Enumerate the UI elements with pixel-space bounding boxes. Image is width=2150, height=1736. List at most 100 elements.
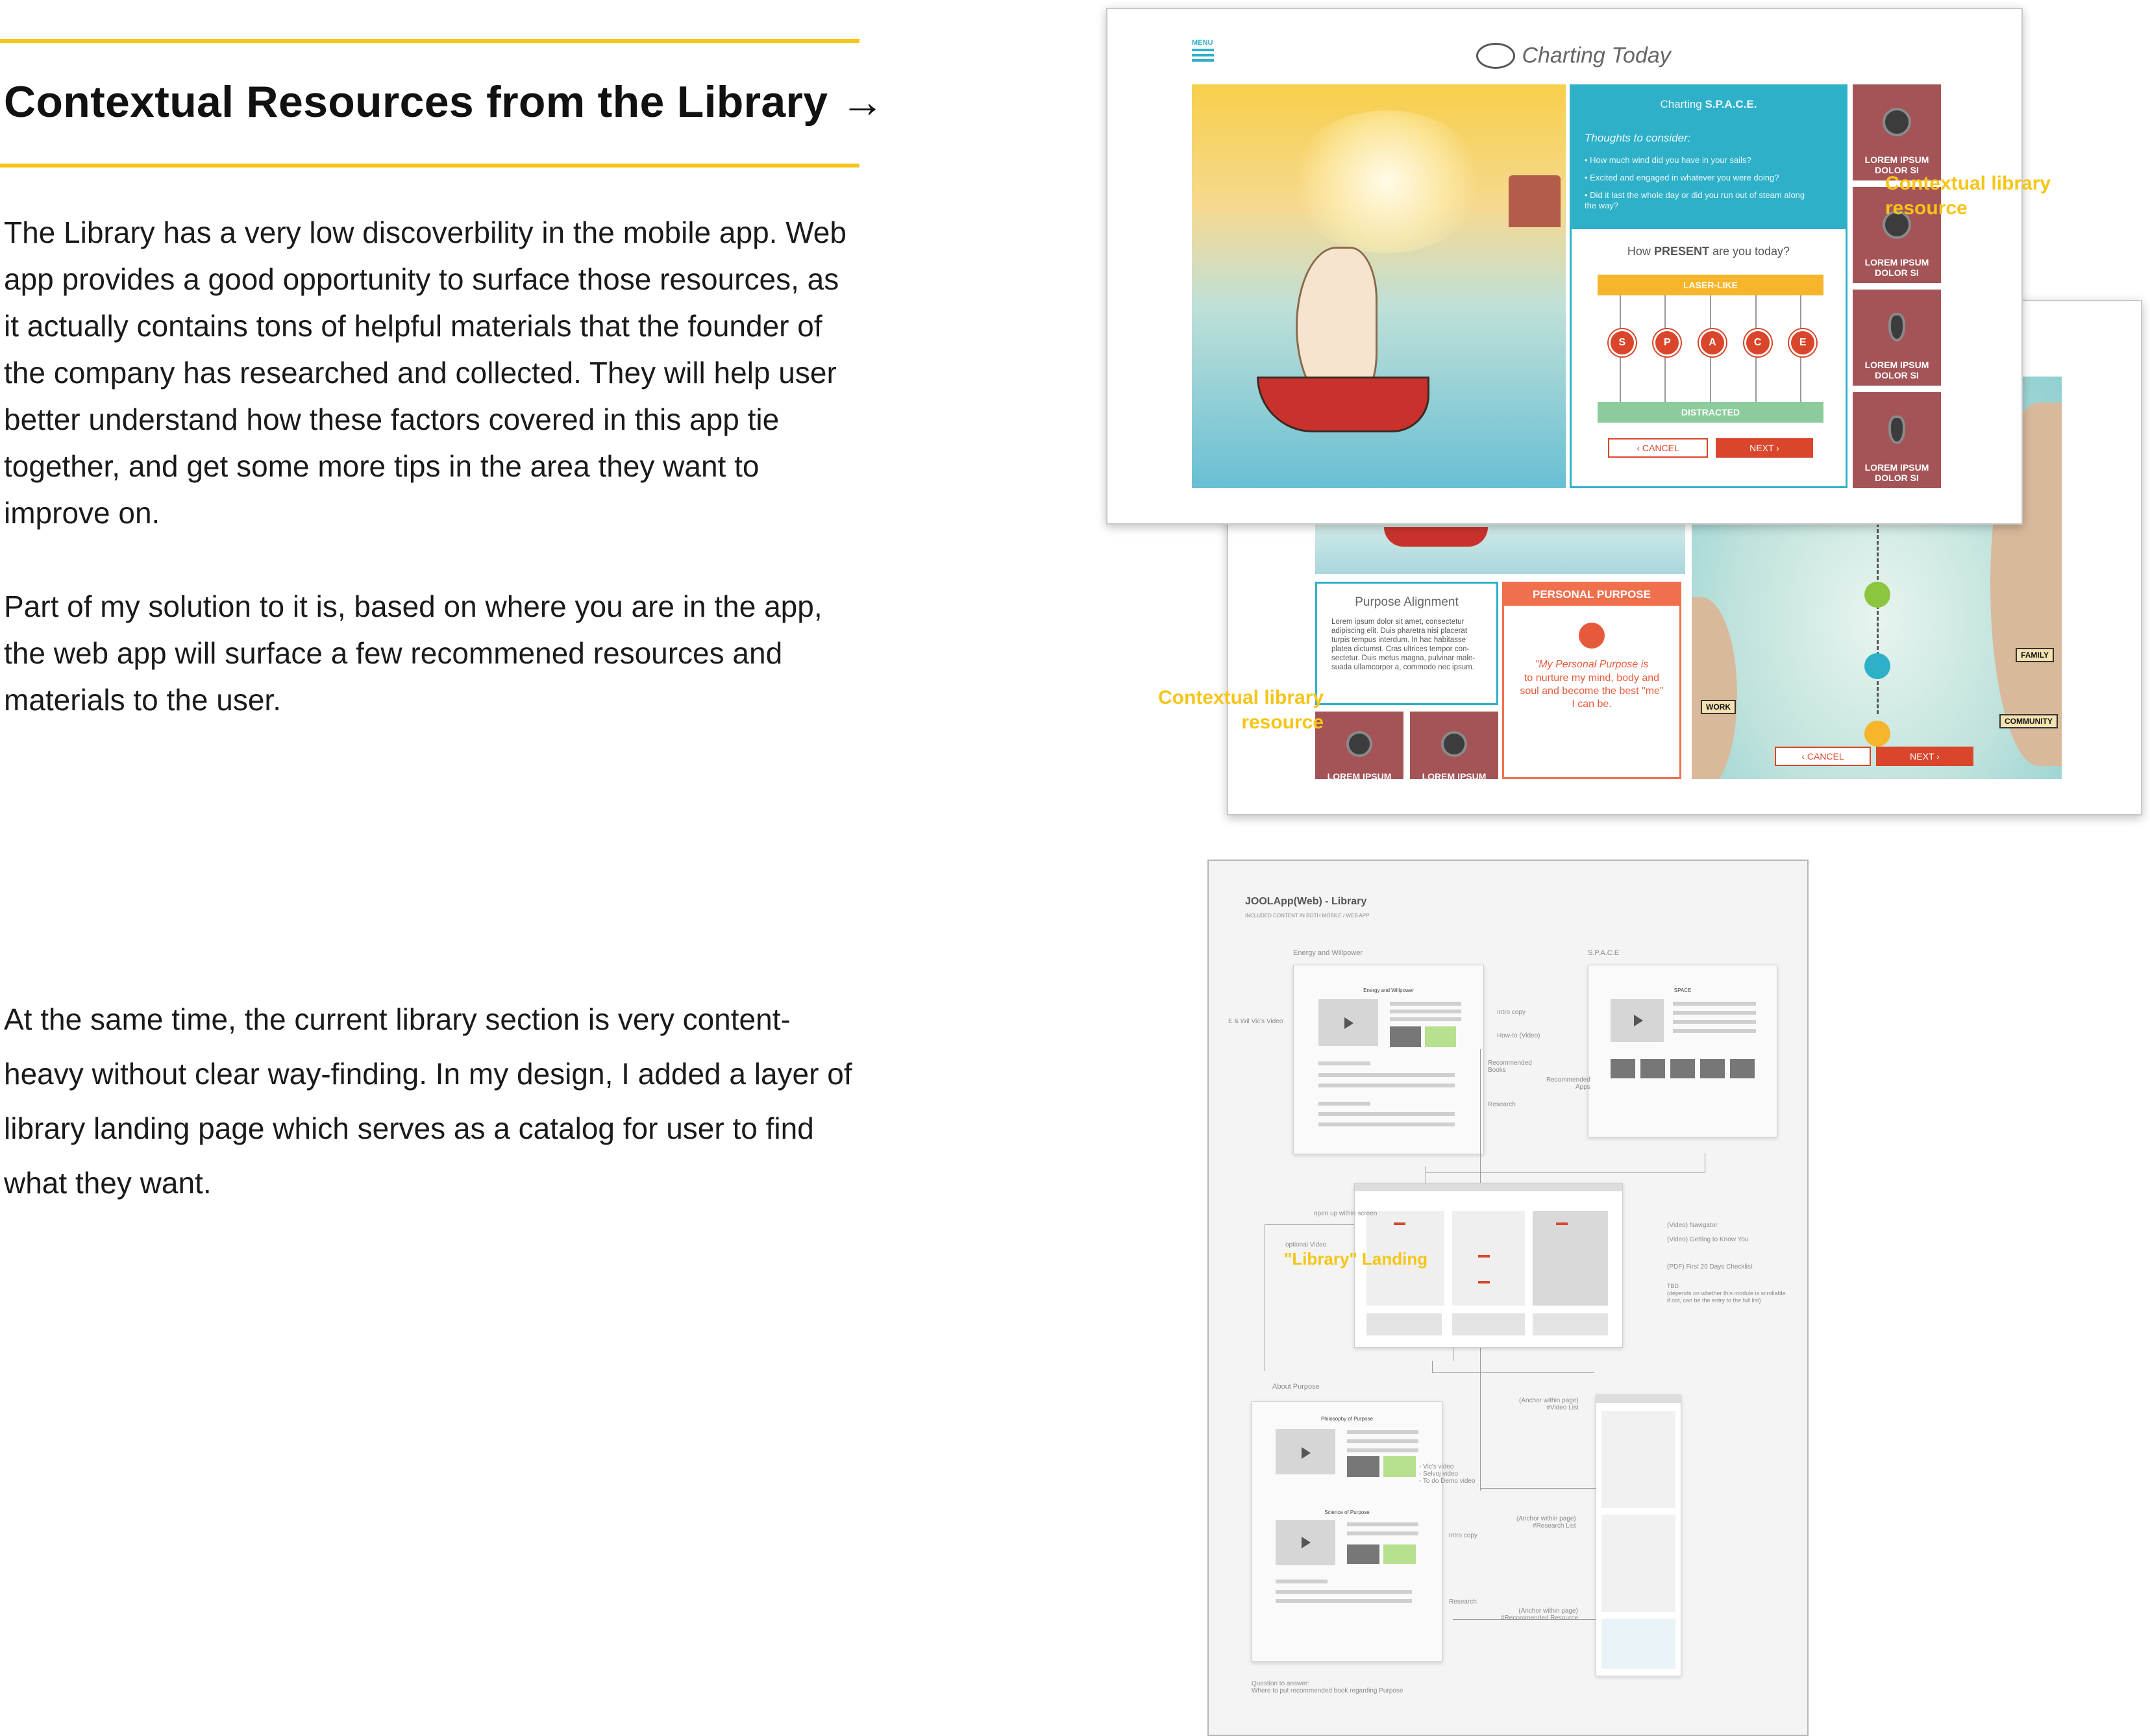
film-reel-icon <box>1346 731 1372 757</box>
slider-knob-e[interactable]: E <box>1789 329 1817 356</box>
note-navigator: (Video) Navigator <box>1667 1222 1718 1229</box>
browser-bar <box>1596 1395 1681 1403</box>
connector-line <box>1432 1361 1433 1372</box>
resource-card[interactable]: LOREM IPSUM DOLOR SI <box>1853 290 1941 386</box>
hamburger-icon <box>1192 49 1214 62</box>
note-optional-video: optional Video <box>1285 1241 1327 1248</box>
app-block <box>1700 1059 1725 1078</box>
text-line <box>1276 1590 1412 1594</box>
mockup-charting-today: MENU Charting Today Charting S.P.A.C.E. … <box>1106 8 2023 525</box>
connector-line <box>1265 1224 1355 1225</box>
boat-hull <box>1257 377 1429 432</box>
connector-line <box>1426 1172 1705 1173</box>
ship-wheel-icon <box>1476 43 1515 69</box>
note-anchor-research: (Anchor within page) #Research List <box>1516 1515 1576 1530</box>
boat-icon <box>1384 527 1488 547</box>
note-books: Recommended Books <box>1488 1060 1532 1074</box>
video-list-block <box>1601 1411 1675 1508</box>
film-reel-icon <box>1441 731 1467 757</box>
research-list-block <box>1601 1515 1675 1612</box>
menu-label: MENU <box>1192 39 1213 47</box>
wireframe-subtitle: INCLUDED CONTENT IN BOTH MOBILE / WEB AP… <box>1245 913 1370 919</box>
resource-card[interactable]: LOREM IPSUM DOLOR SI <box>1853 187 1941 283</box>
paragraph-solution: Part of my solution to it is, based on w… <box>4 589 822 717</box>
annotation-contextual-resource: Contextual library resource <box>1885 173 2051 219</box>
cancel-button[interactable]: ‹ CANCEL <box>1775 747 1871 766</box>
mobile-list-wireframe <box>1596 1395 1681 1676</box>
boat-illustration-strip <box>1315 522 1685 574</box>
slider-knob-s[interactable]: S <box>1608 329 1636 356</box>
text-line <box>1318 1061 1370 1065</box>
resource-card[interactable]: LOREM IPSUM DOLOR SI <box>1853 84 1941 180</box>
question-label: How PRESENT are you today? <box>1627 245 1790 258</box>
app-logo: Charting Today <box>1476 43 1671 75</box>
thoughts-box: Charting S.P.A.C.E. Thoughts to consider… <box>1572 86 1846 229</box>
app-block <box>1670 1059 1695 1078</box>
video-block <box>1347 1456 1379 1477</box>
next-button[interactable]: NEXT › <box>1716 438 1813 458</box>
resource-card[interactable]: LOREM IPSUM DOLOR SI <box>1853 392 1941 488</box>
purpose-alignment-title: Purpose Alignment <box>1355 595 1459 609</box>
coastline-left <box>1692 597 1737 779</box>
note-research: Research <box>1488 1101 1516 1108</box>
red-marker <box>1394 1222 1405 1225</box>
space-wireframe-card: SPACE <box>1588 965 1777 1137</box>
heading-top-rule <box>0 39 859 43</box>
note-getting-to-know: (Video) Getting to Know You <box>1667 1236 1749 1243</box>
resource-card-label: LOREM IPSUM DOLOR SI <box>1864 360 1929 380</box>
video-block <box>1383 1544 1416 1564</box>
thought-item: • Excited and engaged in whatever you we… <box>1585 173 1779 182</box>
resource-card[interactable]: LOREM IPSUM DOLOR SI <box>1315 712 1403 792</box>
text-line <box>1347 1439 1418 1443</box>
cancel-button[interactable]: ‹ CANCEL <box>1608 438 1708 458</box>
houses-icon <box>1509 175 1561 227</box>
wireframe-title: JOOLApp(Web) - Library <box>1245 896 1367 907</box>
connector-line <box>1432 1372 1594 1373</box>
text-line <box>1318 1084 1455 1087</box>
resource-card[interactable]: LOREM IPSUM DOLOR SI <box>1410 712 1498 792</box>
note-tbd: TBD (depends on whether this module is s… <box>1667 1283 1786 1304</box>
map-label-work: WORK <box>1701 700 1736 714</box>
note-purpose-videos: - Vic's video - Selvoj video - To do Dem… <box>1419 1463 1476 1485</box>
space-section-label: S.P.A.C.E <box>1588 949 1620 957</box>
slider-knob-a[interactable]: A <box>1699 329 1726 356</box>
text-line <box>1390 1002 1461 1006</box>
video-block <box>1390 1026 1421 1047</box>
space-panel: Charting S.P.A.C.E. Thoughts to consider… <box>1570 84 1847 488</box>
purpose-alignment-panel: Purpose Alignment Lorem ipsum dolor sit … <box>1315 582 1498 705</box>
app-block <box>1611 1059 1635 1078</box>
text-line <box>1390 1010 1461 1013</box>
resource-card-label: LOREM IPSUM DOLOR SI <box>1327 771 1392 792</box>
text-line <box>1347 1531 1418 1535</box>
resource-card-label: LOREM IPSUM DOLOR SI <box>1864 462 1929 483</box>
note-anchor-video: (Anchor within page) #Video List <box>1519 1397 1579 1411</box>
text-line <box>1276 1599 1412 1603</box>
landing-footer-block <box>1533 1313 1608 1335</box>
text-line <box>1318 1122 1455 1126</box>
annotation-contextual-resource: Contextual library resource <box>1158 687 1324 733</box>
resource-card-label: LOREM IPSUM DOLOR SI <box>1864 257 1929 278</box>
menu-button[interactable]: MENU <box>1192 39 1214 62</box>
about-purpose-label: About Purpose <box>1272 1383 1320 1391</box>
thoughts-heading: Thoughts to consider: <box>1585 132 1691 144</box>
map-label-community: COMMUNITY <box>1999 714 2058 728</box>
energy-section-label: Energy and Willpower <box>1293 949 1363 957</box>
slider-knob-p[interactable]: P <box>1653 329 1681 356</box>
text-line <box>1318 1073 1455 1077</box>
connector-line <box>1480 1488 1597 1489</box>
space-card-title: SPACE <box>1674 987 1692 993</box>
landing-column <box>1452 1211 1525 1306</box>
next-button[interactable]: NEXT › <box>1876 747 1973 766</box>
energy-wireframe-card: Energy and Willpower <box>1293 965 1484 1154</box>
play-icon <box>1302 1537 1311 1548</box>
purpose-card-title: Philosophy of Purpose <box>1320 1416 1374 1422</box>
science-card-title: Science of Purpose <box>1324 1509 1370 1515</box>
text-line <box>1673 1011 1756 1015</box>
slider-knob-c[interactable]: C <box>1744 329 1772 356</box>
text-line <box>1347 1430 1418 1434</box>
text-line <box>1318 1102 1370 1106</box>
laser-like-bar: LASER-LIKE <box>1598 275 1823 295</box>
paragraph-library-landing: At the same time, the current library se… <box>4 1002 852 1200</box>
landing-footer-block <box>1366 1313 1442 1335</box>
